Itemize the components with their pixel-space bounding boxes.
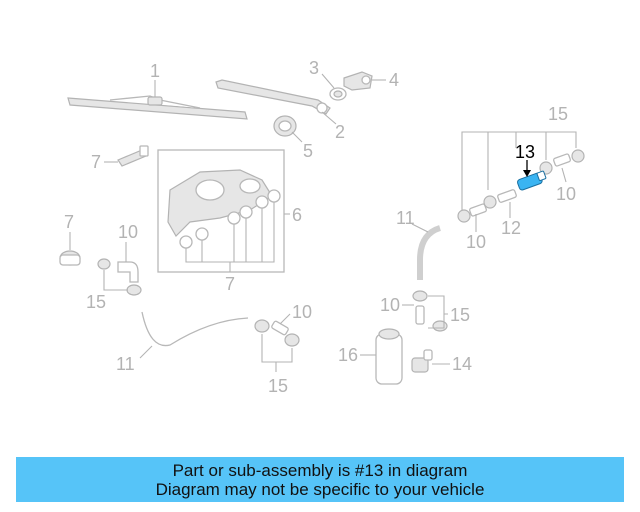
callout-3: 3 [309, 58, 319, 78]
leader-bracket-15d [428, 295, 448, 329]
callout-16: 16 [338, 345, 358, 365]
leader-line-3 [321, 73, 335, 89]
leader-bracket-15b [261, 334, 293, 372]
info-banner: Part or sub-assembly is #13 in diagram D… [16, 457, 624, 502]
callout-10d: 10 [556, 184, 576, 204]
callout-8: 7 [91, 152, 101, 172]
nut-cover-part[interactable] [343, 71, 373, 91]
washer-hose-long-part[interactable] [141, 311, 249, 347]
leader-line-11b [411, 223, 429, 233]
leader-bracket-7 [185, 202, 275, 272]
callout-1: 1 [150, 61, 160, 81]
callout-4: 4 [389, 70, 399, 90]
wiper-blade-part[interactable] [67, 95, 248, 120]
bolt-part[interactable] [117, 145, 149, 167]
banner-line-2: Diagram may not be specific to your vehi… [155, 480, 485, 499]
callout-6: 6 [292, 205, 302, 225]
washer-reservoir-part[interactable] [375, 328, 403, 385]
hose-elbow-part[interactable] [97, 258, 142, 296]
wiper-arm-part[interactable] [215, 79, 331, 115]
parts-diagram: 1 2 3 4 5 7 [59, 58, 585, 396]
callout-5: 5 [303, 141, 313, 161]
callout-9: 7 [64, 212, 74, 232]
nozzle-part[interactable] [59, 250, 81, 266]
callout-13: 13 [515, 142, 535, 162]
arm-cap-part[interactable] [329, 87, 347, 101]
callout-11b: 11 [396, 208, 415, 228]
callout-14: 14 [452, 354, 472, 374]
tee-connector-part[interactable] [412, 290, 448, 332]
callout-10b: 10 [292, 302, 312, 322]
part-13-highlighted[interactable] [517, 170, 547, 191]
callout-11a: 11 [116, 354, 135, 374]
callout-15a: 15 [86, 292, 106, 312]
leader-line-11a [139, 345, 153, 359]
leader-line-10b [279, 313, 291, 325]
callout-15b: 15 [268, 376, 288, 396]
leader-bracket-15c [461, 131, 577, 214]
washer-pump-part[interactable] [411, 349, 433, 373]
washer-hose-rear-part[interactable] [417, 225, 442, 280]
callout-2: 2 [335, 122, 345, 142]
hose-joint-part[interactable] [254, 319, 300, 347]
leader-line-5 [291, 131, 303, 143]
banner-line-1: Part or sub-assembly is #13 in diagram [172, 461, 468, 480]
leader-line-15a [103, 270, 128, 291]
leader-line-2 [321, 111, 337, 125]
callout-12: 12 [501, 218, 521, 238]
callout-7: 7 [225, 274, 235, 294]
callout-15c: 15 [548, 104, 568, 124]
arrow-13 [523, 170, 531, 177]
wiper-motor-part[interactable] [167, 169, 281, 249]
callout-15d: 15 [450, 305, 470, 325]
leader-line-10d [561, 167, 567, 183]
callout-10a: 10 [118, 222, 138, 242]
grommet-part[interactable] [273, 115, 297, 137]
callout-10c: 10 [466, 232, 486, 252]
callout-10e: 10 [380, 295, 400, 315]
